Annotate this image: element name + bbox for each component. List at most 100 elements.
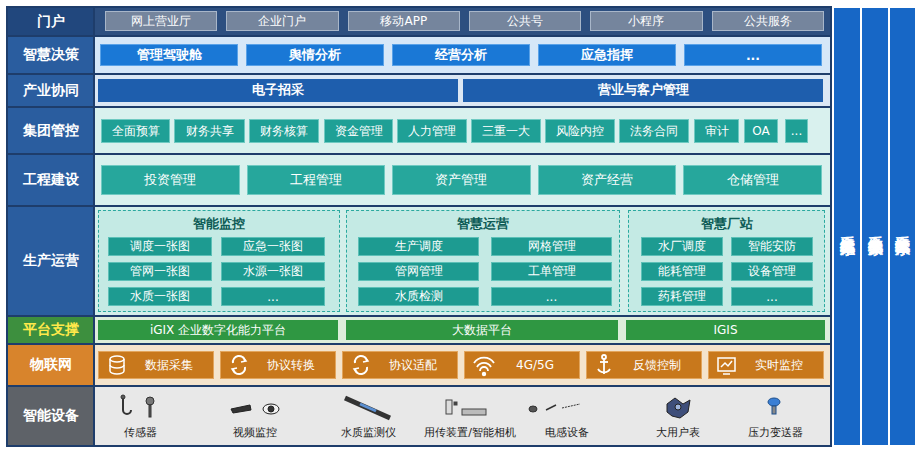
layer-band: 门户网上营业厅企业门户移动APP公共号小程序公共服务 [8, 8, 830, 35]
module-label: 资产管理 [435, 172, 487, 189]
module-box: 水质一张图 [108, 287, 212, 306]
device-label: 传感器 [124, 425, 157, 440]
module-label: 管网管理 [395, 263, 443, 280]
module-box: 移动APP [348, 11, 460, 31]
module-label: 财务核算 [260, 123, 308, 140]
module-box: 财务核算 [249, 119, 319, 143]
module-label: 水厂调度 [658, 238, 706, 255]
module-box: 管理驾驶舱 [100, 44, 238, 66]
module-box: 审计 [694, 119, 739, 143]
module-label: 投资管理 [144, 172, 196, 189]
module-box: 反馈控制 [586, 351, 702, 379]
module-label: IGIS [714, 323, 738, 337]
module-label: 企业门户 [258, 13, 306, 30]
module-label: 协议适配 [389, 357, 437, 374]
layer-band: 生产运营智能监控调度一张图应急一张图管网一张图水源一张图水质一张图...智慧运营… [8, 207, 830, 315]
module-label: 资产经营 [581, 172, 633, 189]
module-box: 调度一张图 [108, 237, 212, 256]
module-box: 投资管理 [101, 165, 240, 195]
module-box: 协议适配 [342, 351, 458, 379]
system-label: 系统运维体系 [838, 224, 857, 230]
layer-band: 物联网 数据采集 协议转换 协议适配 4G/5G 反馈控制 实时监控 [8, 345, 830, 385]
system-band: 系统运维体系 [833, 8, 860, 445]
module-label: 财务共享 [186, 123, 234, 140]
layer-label: 产业协同 [8, 75, 95, 106]
module-label: 公共服务 [744, 13, 792, 30]
module-box: 应急一张图 [221, 237, 325, 256]
module-label: 设备管理 [748, 263, 796, 280]
module-label: 网格管理 [528, 238, 576, 255]
module-box: 资产管理 [392, 165, 531, 195]
module-label: 协议转换 [267, 357, 315, 374]
module-box: 水质检测 [358, 287, 479, 306]
module-box: 工单管理 [491, 262, 612, 281]
layer-band: 产业协同 电子招采 营业与客户管理 [8, 75, 830, 106]
module-box: 小程序 [590, 11, 702, 31]
module-box: 经营分析 [392, 44, 530, 66]
module-box: 网格管理 [491, 237, 612, 256]
module-label: 能耗管理 [658, 263, 706, 280]
module-label: 反馈控制 [633, 357, 681, 374]
module-label: 电子招采 [252, 82, 304, 99]
module-box: OA [744, 119, 778, 143]
module-box: 营业与客户管理 [463, 79, 823, 102]
module-label: 应急指挥 [581, 47, 633, 64]
module-label: 数据采集 [145, 357, 193, 374]
system-band: 系统安全体系 [861, 8, 888, 445]
module-label: 水源一张图 [243, 263, 303, 280]
module-label: 工程管理 [290, 172, 342, 189]
module-box: 法务合同 [619, 119, 689, 143]
module-box: ... [684, 44, 822, 66]
group-heading: 智能监控 [99, 215, 339, 233]
layer-label: 智能设备 [8, 387, 95, 445]
module-box: 网上营业厅 [105, 11, 217, 31]
module-box: 财务共享 [174, 119, 245, 143]
module-box: 工程管理 [247, 165, 386, 195]
module-label: 4G/5G [516, 358, 554, 372]
module-label: 智能安防 [748, 238, 796, 255]
module-group: 智慧厂站水厂调度智能安防能耗管理设备管理药耗管理... [628, 210, 825, 312]
module-label: 实时监控 [755, 357, 803, 374]
module-box: IGIS [626, 320, 825, 340]
module-label: 应急一张图 [243, 238, 303, 255]
system-band: 系统运营体系 [889, 8, 915, 445]
layer-label: 物联网 [8, 345, 95, 385]
module-box: 水源一张图 [221, 262, 325, 281]
layer-label: 集团管控 [8, 108, 95, 153]
module-label: 人力管理 [408, 123, 456, 140]
module-box: 管网一张图 [108, 262, 212, 281]
module-label: 三重一大 [482, 123, 530, 140]
layer-label: 生产运营 [8, 207, 95, 315]
module-label: 管网一张图 [130, 263, 190, 280]
module-label: 全面预算 [112, 123, 160, 140]
module-box: 水厂调度 [641, 237, 723, 256]
module-label: 药耗管理 [658, 288, 706, 305]
module-label: ... [766, 290, 777, 304]
module-label: iGIX 企业数字化能力平台 [150, 322, 286, 339]
module-label: 管理驾驶舱 [137, 47, 202, 64]
module-box: 企业门户 [226, 11, 338, 31]
module-label: 大数据平台 [452, 322, 512, 339]
device-label: 视频监控 [233, 425, 277, 440]
module-box: 数据采集 [98, 351, 214, 379]
device-label: 压力变送器 [748, 425, 803, 440]
module-box: 管网管理 [358, 262, 479, 281]
module-box: 全面预算 [101, 119, 170, 143]
module-label: 舆情分析 [289, 47, 341, 64]
device-label: 水质监测仪 [341, 425, 396, 440]
module-label: 风险内控 [556, 123, 604, 140]
system-label: 系统运营体系 [893, 224, 912, 230]
system-label: 系统安全体系 [866, 224, 885, 230]
module-label: ... [791, 124, 802, 138]
module-label: 网上营业厅 [131, 13, 191, 30]
module-label: 法务合同 [630, 123, 678, 140]
module-label: 经营分析 [435, 47, 487, 64]
module-box: ... [221, 287, 325, 306]
module-box: 电子招采 [98, 79, 458, 102]
module-label: 移动APP [380, 13, 427, 30]
module-label: 生产调度 [395, 238, 443, 255]
module-box: 人力管理 [397, 119, 467, 143]
module-box: 设备管理 [731, 262, 813, 281]
module-box: 药耗管理 [641, 287, 723, 306]
